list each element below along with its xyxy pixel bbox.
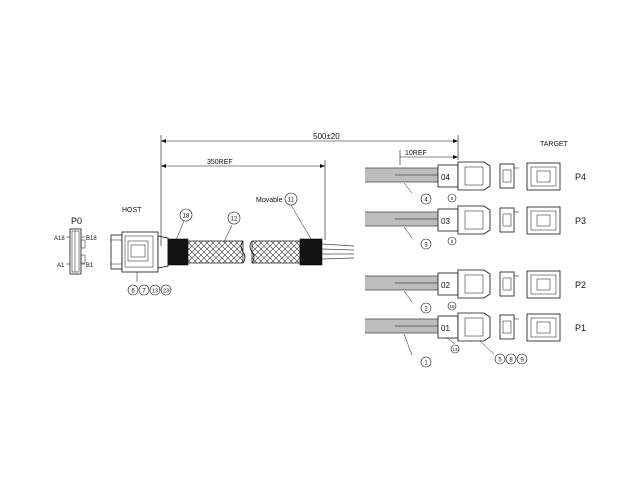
row-p2 — [365, 269, 561, 314]
tag-02: 02 — [441, 281, 450, 290]
balloon-7: 7 — [142, 289, 146, 295]
port-p4: P4 — [575, 172, 586, 182]
balloon-row1-small: 13 — [452, 347, 458, 352]
pin-b18-label: B18 — [86, 236, 97, 242]
tag-04: 04 — [441, 173, 450, 182]
row-p1 — [365, 312, 561, 368]
balloon-row3: 3 — [424, 243, 428, 249]
plug-markers — [514, 167, 519, 320]
balloon-5: 5 — [498, 358, 502, 364]
movable-label: Movable — [256, 197, 283, 204]
dimension-lines — [160, 135, 459, 246]
host-label: HOST — [122, 207, 142, 214]
row-p4 — [365, 161, 561, 205]
pin-b1-label: B1 — [86, 263, 94, 269]
target-label: TARGET — [540, 141, 569, 148]
balloon-12: 12 — [231, 217, 238, 223]
balloon-23: 23 — [163, 289, 169, 295]
port-p2: P2 — [575, 280, 586, 290]
dim-host-ref: 350REF — [207, 159, 233, 166]
balloon-18: 18 — [183, 214, 190, 220]
pin-a18-label: A18 — [54, 236, 65, 242]
balloon-row2-small: 15 — [449, 304, 455, 309]
dim-overall: 500±20 — [313, 132, 340, 141]
port-p1: P1 — [575, 323, 586, 333]
balloon-row1: 1 — [424, 361, 428, 367]
p0-label: P0 — [71, 216, 82, 226]
host-balloons — [127, 272, 172, 296]
row-p3 — [365, 205, 561, 250]
balloon-11: 11 — [288, 198, 295, 204]
balloon-8: 8 — [509, 358, 513, 364]
host-connector — [110, 231, 189, 273]
pin-a1-label: A1 — [57, 263, 65, 269]
balloon-row4-small: 5 — [451, 196, 454, 201]
cable-balloons — [175, 192, 312, 243]
balloon-6: 6 — [131, 289, 135, 295]
braided-cable — [187, 238, 355, 266]
balloon-row3-small: 5 — [451, 239, 454, 244]
dim-breakout-ref: 10REF — [405, 150, 427, 157]
tag-03: 03 — [441, 217, 450, 226]
tag-01: 01 — [441, 324, 450, 333]
balloon-13: 13 — [152, 289, 158, 295]
balloon-9: 9 — [520, 358, 524, 364]
balloon-row4: 4 — [424, 198, 428, 204]
p0-connector-end-view — [66, 228, 86, 275]
balloon-row2: 2 — [424, 307, 428, 313]
port-p3: P3 — [575, 216, 586, 226]
